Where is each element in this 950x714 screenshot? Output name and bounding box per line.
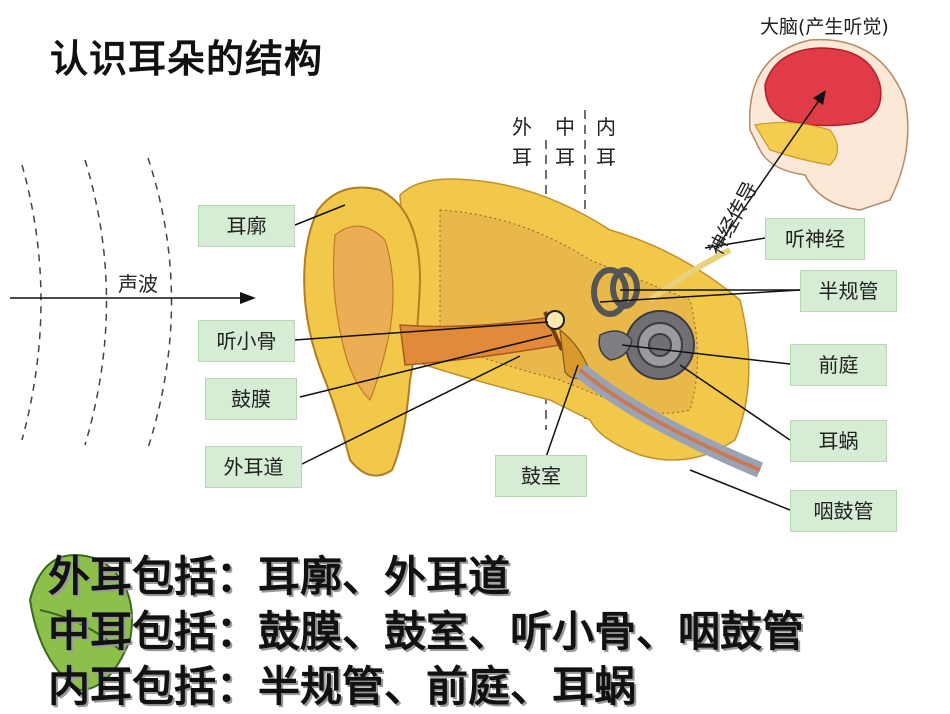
- ossicles-shape: [546, 311, 564, 329]
- column-label-inner-ear: 内耳: [594, 112, 618, 172]
- summary-inner-ear: 内耳包括：半规管、前庭、耳蜗: [48, 653, 636, 714]
- summary-middle-ear: 中耳包括：鼓膜、鼓室、听小骨、咽鼓管: [48, 598, 804, 659]
- ear-illustration: [304, 179, 760, 476]
- label-auditory-nerve: 听神经: [765, 218, 865, 260]
- label-ear-canal: 外耳道: [205, 446, 302, 488]
- label-ossicles: 听小骨: [198, 320, 295, 362]
- label-auricle: 耳廓: [198, 205, 295, 247]
- sound-wave-arc: [148, 158, 172, 448]
- sound-wave-label: 声波: [118, 268, 158, 297]
- sound-wave-arc: [22, 165, 41, 440]
- label-tympanic-cavity: 鼓室: [495, 455, 587, 497]
- brain-label: 大脑(产生听觉): [760, 12, 889, 39]
- sound-waves: [22, 158, 172, 448]
- column-label-middle-ear: 中耳: [553, 112, 577, 172]
- label-eardrum: 鼓膜: [205, 378, 297, 420]
- sound-wave-arc: [85, 160, 107, 445]
- label-eustachian-tube: 咽鼓管: [790, 490, 897, 532]
- label-semicircular-canals: 半规管: [800, 270, 897, 312]
- sound-wave-arrowhead: [240, 292, 256, 304]
- cochlea-shape: [626, 311, 694, 379]
- label-vestibule: 前庭: [790, 344, 887, 386]
- summary-outer-ear: 外耳包括：耳廓、外耳道: [48, 543, 510, 604]
- column-label-outer-ear: 外耳: [510, 112, 534, 172]
- leader-eustachian-tube: [690, 470, 790, 510]
- label-cochlea: 耳蜗: [790, 420, 887, 462]
- brain-icon: [765, 48, 881, 126]
